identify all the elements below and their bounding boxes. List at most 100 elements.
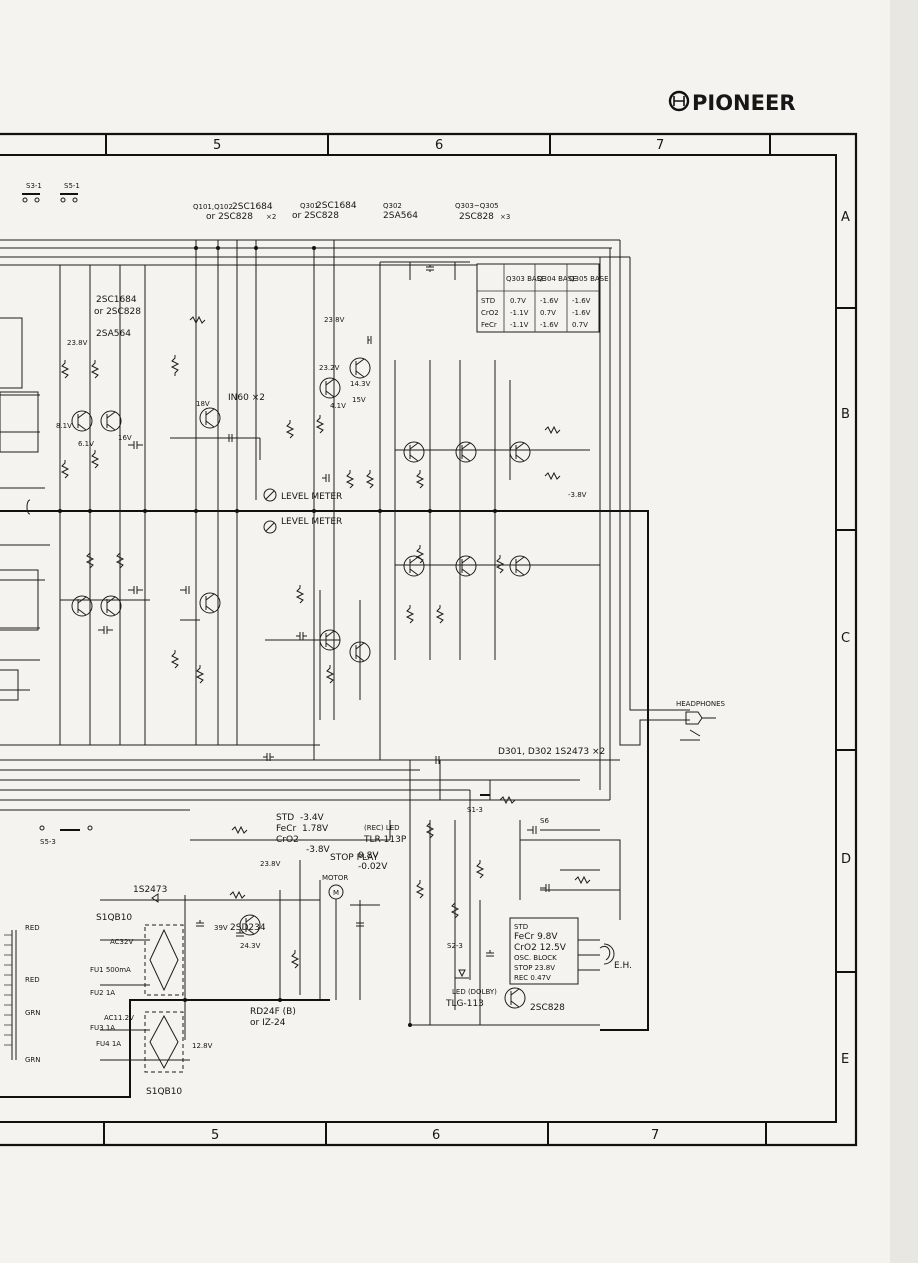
ac-voltage-2: AC11.2V <box>104 1014 134 1022</box>
level-meter-lower <box>263 520 277 534</box>
stop-play-label: STOP PLAY <box>330 853 379 863</box>
voltage-label: 23.2V <box>319 364 340 372</box>
dc-voltage: 24.3V <box>240 942 261 950</box>
headphones-label: HEADPHONES <box>676 700 726 708</box>
headphones-jack: HEADPHONES D301, D302 1S2473 ×2 <box>498 700 726 757</box>
regulator-part: 2SD234 <box>230 923 266 933</box>
transistor-headers: Q101,Q102 2SC1684 or 2SC828 ×2 Q301 2SC1… <box>94 201 510 339</box>
stop-play-value-1: 0.8V <box>358 851 379 861</box>
bias-cell: -1.6V <box>540 297 559 305</box>
q303-refs: Q303~Q305 <box>455 202 499 210</box>
transistor-symbol <box>349 357 371 379</box>
bias-cell: 0.7V <box>540 309 556 317</box>
col-label-top-5: 5 <box>213 138 221 153</box>
drawing-frame <box>0 132 858 1147</box>
level-meter-upper <box>263 488 277 502</box>
zener-alt: or IZ-24 <box>250 1018 286 1028</box>
transistor-symbol <box>100 410 122 432</box>
switch-label: S5-1 <box>64 182 80 190</box>
q301-part: 2SC1684 <box>316 201 357 211</box>
osc-line: STOP 23.8V <box>514 964 555 972</box>
level-meter-lower-label: LEVEL METER <box>281 517 342 527</box>
fuse-3: FU3 1A <box>90 1024 115 1032</box>
osc-line: FeCr 9.8V <box>514 932 558 942</box>
diode-pair-label: IN60 ×2 <box>228 393 265 403</box>
q302-part: 2SA564 <box>383 211 418 221</box>
left-part-1: 2SC1684 <box>96 295 137 305</box>
switch-label: S1-3 <box>467 806 483 814</box>
bias-row-cro2: CrO2 <box>481 309 499 317</box>
wire-color: RED <box>25 976 40 984</box>
row-label-b: B <box>841 407 850 422</box>
switch-label: S2-3 <box>447 942 463 950</box>
motor-icon-glyph: M <box>333 889 339 897</box>
bridge-top-label: S1QB10 <box>96 913 132 923</box>
power-diode-top: 1S2473 <box>133 885 167 895</box>
col-label-bottom-7: 7 <box>651 1128 659 1143</box>
transformer-core <box>11 930 17 1060</box>
ac-voltage-1: AC32V <box>110 938 133 946</box>
voltage-label: 15V <box>352 396 366 404</box>
left-connectors <box>0 317 39 701</box>
q301-alt: or 2SC828 <box>292 211 339 221</box>
bias-cell: 0.7V <box>572 321 588 329</box>
bias-cell: -1.6V <box>572 297 591 305</box>
fuse-4: FU4 1A <box>96 1040 121 1048</box>
transistor-symbol <box>319 377 341 399</box>
eh-label: E.H. <box>614 961 632 971</box>
bias-cell: -1.1V <box>510 321 529 329</box>
switch-label: S3-1 <box>26 182 42 190</box>
row-label-e: E <box>841 1052 849 1067</box>
bridge-bottom-label: S1QB10 <box>146 1087 182 1097</box>
osc-block: STD FeCr 9.8V CrO2 12.5V OSC. BLOCK STOP… <box>509 917 632 1013</box>
pioneer-logo: PIONEER <box>668 90 796 115</box>
col-label-top-7: 7 <box>656 138 664 153</box>
voltage-label: -3.8V <box>568 491 587 499</box>
osc-line: CrO2 12.5V <box>514 943 567 953</box>
page-edge <box>890 0 918 1263</box>
mode-cro2: CrO2 <box>276 835 299 845</box>
voltage-labels: 23.8V 23.2V 14.3V 15V 4.1V -3.8V 18V 16V… <box>56 316 587 499</box>
mode-std: STD <box>276 813 294 823</box>
wire-color: GRN <box>25 1009 41 1017</box>
motor: MOTOR M <box>322 874 380 1000</box>
transistor-symbol <box>509 441 531 463</box>
transistor-symbol <box>71 410 93 432</box>
fuse-1: FU1 500mA <box>90 966 131 974</box>
transistor-symbol <box>349 641 371 663</box>
stop-play-value-2: -0.02V <box>358 862 388 872</box>
mode-voltage-block: STD -3.4V FeCr 1.78V CrO2 -3.8V STOP PLA… <box>276 813 407 872</box>
mode-cro2-value: -3.8V <box>306 845 331 855</box>
led-dolby: LED (DOLBY) TLG-113 <box>445 969 497 1009</box>
q303-mult: ×3 <box>500 213 510 221</box>
wire-color: GRN <box>25 1056 41 1064</box>
led-dolby-label: LED (DOLBY) <box>452 988 497 996</box>
dc-voltage: 23.8V <box>260 860 281 868</box>
col-label-top-6: 6 <box>435 138 443 153</box>
transistor-symbol <box>319 629 341 651</box>
switch-label: S6 <box>540 817 549 825</box>
junctions <box>58 246 497 1027</box>
voltage-label: 14.3V <box>350 380 371 388</box>
motor-label: MOTOR <box>322 874 348 882</box>
transistor-symbol <box>403 555 425 577</box>
fuse-2: FU2 1A <box>90 989 115 997</box>
osc-block-label: OSC. BLOCK <box>514 954 557 962</box>
bias-cell: -1.6V <box>540 321 559 329</box>
voltage-label: 6.1V <box>78 440 94 448</box>
bias-row-fecr: FeCr <box>481 321 497 329</box>
voltage-label: 18V <box>196 400 210 408</box>
bias-cell: -1.6V <box>572 309 591 317</box>
brand-name: PIONEER <box>692 91 796 115</box>
left-part-2: or 2SC828 <box>94 307 141 317</box>
switch-label: S5-3 <box>40 838 56 846</box>
q101-mult: ×2 <box>266 213 276 221</box>
q301-refs: Q301 <box>300 202 319 210</box>
capacitors <box>98 265 550 957</box>
voltage-label: 23.8V <box>324 316 345 324</box>
bias-col-2: Q304 BASE <box>537 275 577 283</box>
level-meter-upper-label: LEVEL METER <box>281 492 342 502</box>
bias-col-3: Q305 BASE <box>569 275 609 283</box>
transistors <box>71 357 531 1009</box>
